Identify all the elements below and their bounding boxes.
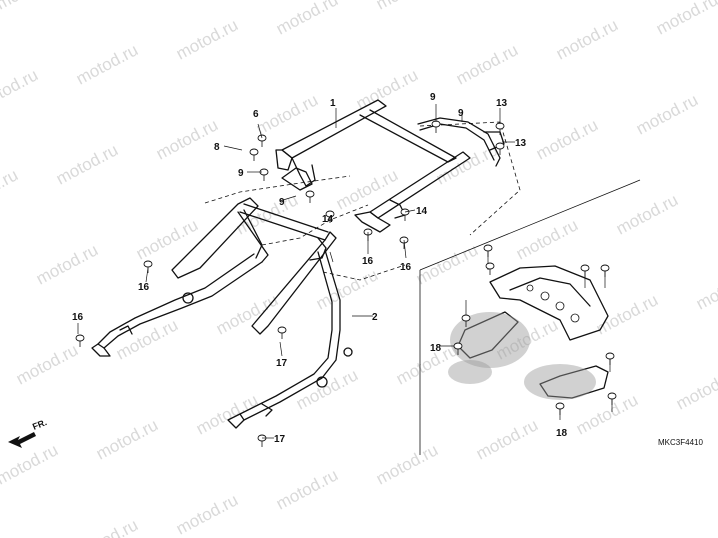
callout-9: 9 [238,168,244,179]
bolt-icon [607,392,617,400]
callout-16: 16 [72,312,84,323]
watermark-text: motod.ru [453,40,521,88]
watermark-text: motod.ru [213,290,281,338]
callout-9: 18 [430,343,442,354]
bolt-icon [580,264,590,272]
rear-bracket-assembly [440,252,613,420]
bolt-icon [485,262,495,270]
watermark-text: motod.ru [53,140,121,188]
arrow-icon [8,432,36,448]
watermark-text: motod.ru [633,90,701,138]
callout-1: 2 [372,312,378,323]
watermark-text: motod.ru [193,390,261,438]
callout-14: 9 [430,92,436,103]
watermark-text: motod.ru [253,90,321,138]
front-direction-indicator: FR. [8,417,48,448]
watermark-text: motod.ru [573,390,641,438]
leader-lines [77,104,515,439]
callout-13: 8 [214,142,220,153]
callout-labels: 1 2 6 8 9 9 9 9 13 13 14 14 16 16 16 16 … [72,92,568,445]
watermark-text: motod.ru [333,165,401,213]
watermark-text: motod.ru [273,465,341,513]
watermark-text: motod.ru [613,190,681,238]
watermark-text: motod.ru [73,515,141,538]
watermark-text: motod.ru [13,340,81,388]
watermark-text: motod.ru [373,440,441,488]
bolt-icon [277,326,287,334]
watermark-text: motod.ru [0,440,61,488]
watermark-text: motod.ru [73,40,141,88]
callout-18: 9 [279,197,285,208]
watermark-text: motod.ru [653,0,718,39]
bolt-icon [600,264,610,272]
callout-13: 16 [400,262,412,273]
watermark-text: motod.ru [373,0,441,14]
upper-frame-part-2 [275,99,471,233]
watermark-text: motod.ru [133,215,201,263]
watermark-text: motod.ru [93,415,161,463]
callout-17: 17 [276,358,288,369]
callout-6: 9 [458,108,464,119]
watermark-text: motod.ru [553,15,621,63]
bolt-icon [555,402,565,410]
watermark-text: motod.ru [113,315,181,363]
watermark-text: motod.ru [0,165,21,213]
watermark-text: motod.ru [173,15,241,63]
bolt-icon [495,142,505,150]
bolt-icon [305,190,315,198]
bolt-icon [143,260,153,268]
watermark-text: motod.ru [0,265,1,313]
watermark-text: motod.ru [393,340,461,388]
guide-lines [204,121,641,455]
callout-2: 1 [330,98,336,109]
callout-16: 14 [416,206,428,217]
watermark-text: motod.ru [593,290,661,338]
watermark-text: motod.ru [273,0,341,39]
watermark-text: motod.ru [673,365,718,413]
callout-17: 16 [138,282,150,293]
direction-label: FR. [31,417,48,432]
watermark-text: motod.ru [533,115,601,163]
watermark-text: motod.ru [513,215,581,263]
watermark-text: motod.ru [33,240,101,288]
callout-9: 16 [362,256,374,267]
callout-8: 13 [496,98,508,109]
callout-16: 6 [253,109,259,120]
bolt-icon [249,148,259,156]
callout-14: 13 [515,138,527,149]
watermark-text: motod.ru [0,65,41,113]
main-subframe-part-1 [91,197,353,429]
callout-9: 18 [556,428,568,439]
watermark-text: motod.ru [173,490,241,538]
watermark-text: motod.ru [153,115,221,163]
bolt-group [75,120,617,447]
watermark-text: motod.ru [353,65,421,113]
bolt-icon [461,314,471,322]
watermark-text: motod.ru [693,265,718,313]
watermark-text: motod.ru [0,0,61,14]
bolt-icon [605,352,615,360]
watermark-text: motod.ru [473,415,541,463]
bolt-icon [75,334,85,342]
watermark-text: motod.ru [413,240,481,288]
callout-18: 14 [322,214,334,225]
bolt-icon [453,342,463,350]
bolt-icon [483,244,493,252]
drawing-code: MKC3F4410 [658,438,703,447]
callout-16: 17 [274,434,286,445]
